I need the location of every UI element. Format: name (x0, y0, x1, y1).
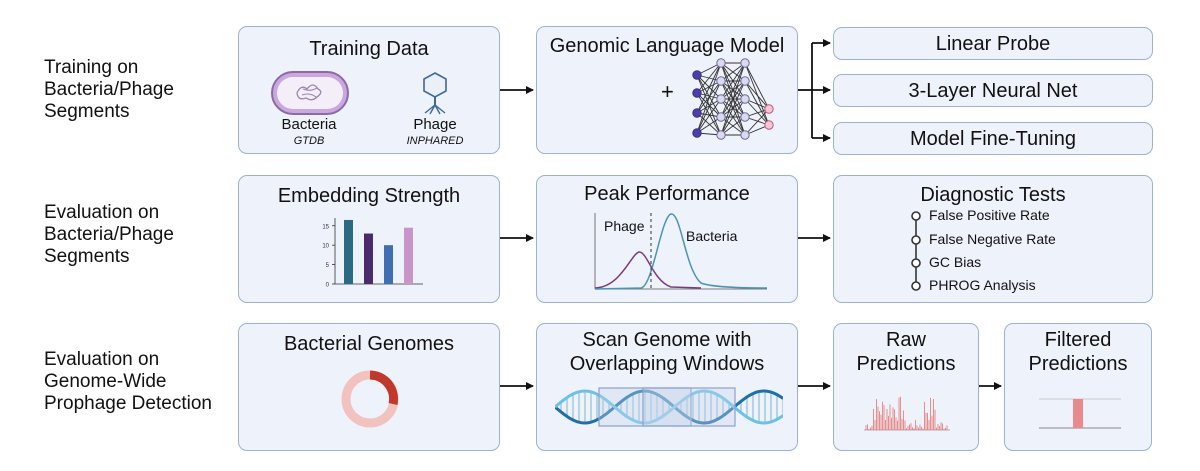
nn-node (716, 94, 726, 104)
fine-tuning-label: Model Fine-Tuning (909, 128, 1076, 150)
filtered-prediction-plot (1039, 398, 1121, 429)
embedding-box: Embedding Strength 0 5 10 15 (238, 175, 500, 303)
diagnostic-item: GC Bias (929, 254, 982, 270)
nn-node (740, 76, 750, 86)
phage-curve (594, 251, 702, 289)
bacteria-label: Bacteria (281, 116, 337, 133)
genomes-title: Bacterial Genomes (283, 333, 455, 355)
nn-node (716, 76, 726, 86)
nn-node (764, 120, 774, 130)
nn-node (716, 130, 726, 140)
nn-node (740, 94, 750, 104)
nn-node (764, 104, 774, 114)
glm-title: Genomic Language Model (549, 35, 785, 57)
training-data-box: Training Data Bacteria GTDB Phage INPHAR… (238, 26, 500, 154)
filtered-predictions-box: Filtered Predictions (1004, 323, 1152, 451)
peak-title: Peak Performance (584, 183, 750, 205)
y-tick-label: 0 (326, 283, 330, 289)
diagnostic-item: PHROG Analysis (929, 277, 1036, 293)
embedding-bar (384, 245, 393, 284)
y-tick-label: 15 (322, 224, 329, 230)
y-tick-label: 5 (326, 263, 330, 269)
row-label-evaluation-genome: Evaluation on Genome-Wide Prophage Detec… (44, 349, 212, 414)
output-box-neural-net: 3-Layer Neural Net (833, 74, 1153, 107)
embedding-bar-chart: 0 5 10 15 (322, 218, 423, 289)
nn-node (716, 58, 726, 68)
output-box-linear-probe: Linear Probe (833, 27, 1153, 60)
output-box-fine-tuning: Model Fine-Tuning (833, 122, 1153, 155)
raw-title: Raw Predictions (856, 329, 956, 375)
diagnostics-title: Diagnostic Tests (920, 184, 1066, 206)
bacteria-curve (594, 213, 768, 290)
nn-node (740, 130, 750, 140)
embedding-bar (404, 227, 413, 284)
y-tick-label: 10 (322, 244, 329, 250)
phage-label: Phage (413, 116, 457, 133)
nn-node (692, 88, 702, 98)
raw-prediction-spikes (864, 396, 950, 431)
neural-net-label: 3-Layer Neural Net (908, 80, 1078, 102)
linear-probe-label: Linear Probe (935, 33, 1051, 55)
filtered-title: Filtered Predictions (1028, 329, 1128, 375)
training-data-title: Training Data (309, 38, 429, 60)
neural-network-icon (692, 58, 774, 140)
genome-ring-icon (341, 370, 399, 428)
phage-source: INPHARED (406, 135, 464, 147)
bacteria-source: GTDB (293, 135, 325, 147)
peak-box: Peak Performance Phage Bacteria (536, 175, 798, 303)
embedding-title: Embedding Strength (277, 185, 461, 207)
phage-curve-label: Phage (604, 218, 645, 234)
nn-node (692, 108, 702, 118)
nn-node (740, 58, 750, 68)
diagnostics-box: Diagnostic Tests False Positive Rate Fal… (833, 175, 1153, 303)
embedding-bar (344, 219, 353, 284)
embedding-bar (364, 233, 373, 284)
plus-sign: + (661, 79, 674, 104)
dna-helix-icon (555, 387, 783, 427)
nn-node (740, 112, 750, 122)
scan-title: Scan Genome with Overlapping Windows (569, 329, 765, 375)
nn-node (716, 112, 726, 122)
diagnostic-item: False Positive Rate (929, 207, 1050, 223)
nn-node (692, 70, 702, 80)
row-label-training: Training on Bacteria/Phage Segments (44, 57, 174, 122)
bacteria-icon (271, 71, 349, 115)
peak-distribution-chart (594, 213, 768, 290)
diagnostic-item: False Negative Rate (929, 231, 1056, 247)
genomes-box: Bacterial Genomes (238, 323, 500, 451)
nn-node (692, 128, 702, 138)
scan-box: Scan Genome with Overlapping Windows (536, 323, 798, 451)
raw-predictions-box: Raw Predictions (833, 323, 979, 451)
glm-box: Genomic Language Model + (536, 26, 798, 154)
phage-icon (423, 72, 447, 115)
bacteria-curve-label: Bacteria (686, 228, 738, 244)
diagnostics-timeline (911, 211, 921, 291)
row-label-evaluation-segments: Evaluation on Bacteria/Phage Segments (44, 202, 174, 267)
